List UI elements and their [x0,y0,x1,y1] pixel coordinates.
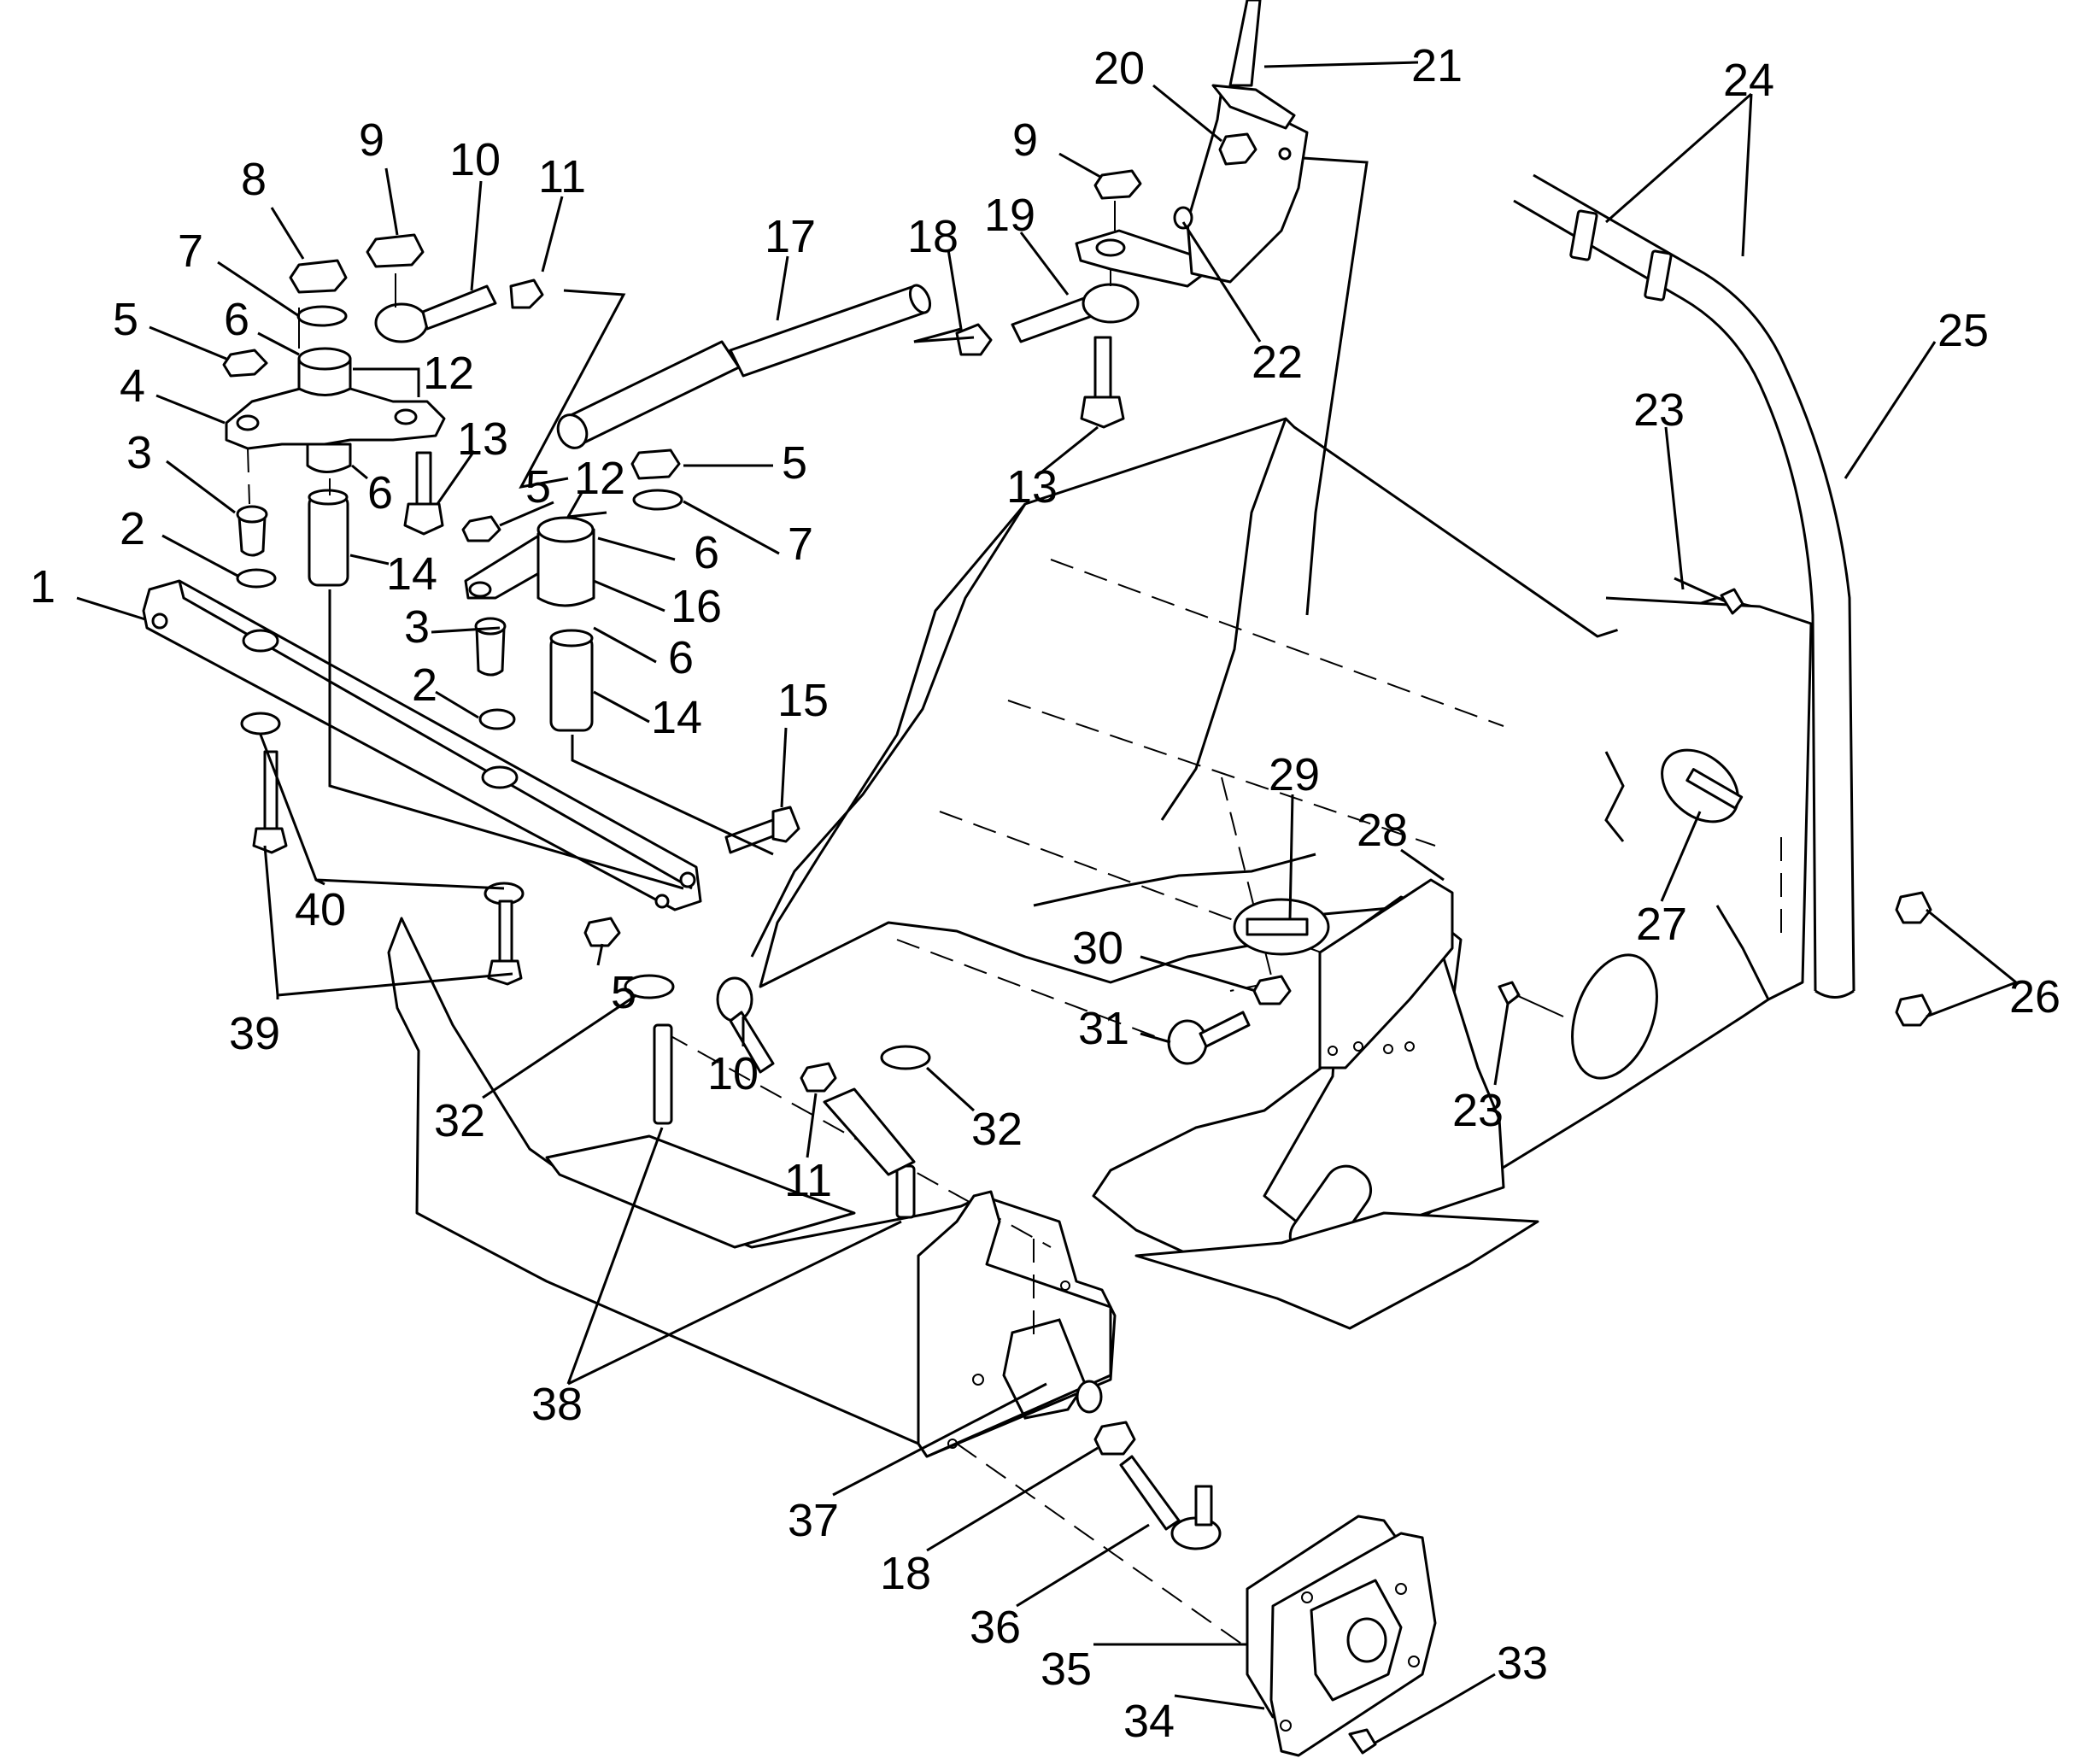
callout-4: 4 [120,360,145,412]
callout-3: 3 [126,427,152,478]
callout-35: 35 [1041,1644,1092,1695]
callout-12b: 12 [574,453,625,504]
callout-33: 33 [1497,1638,1548,1689]
callout-28: 28 [1357,805,1408,856]
tie-rod-assembly [556,169,1206,449]
callout-10b: 10 [707,1048,759,1099]
callout-9: 9 [359,114,384,166]
callout-25: 25 [1938,305,1989,356]
callout-29: 29 [1269,749,1320,800]
steering-arm [142,579,702,911]
callout-11b: 11 [784,1155,832,1206]
callout-34: 34 [1123,1696,1175,1747]
callout-39: 39 [229,1008,280,1059]
callout-18: 18 [907,211,958,262]
idler-arm-assembly [461,448,800,856]
leader-lines [76,61,2017,1744]
callout-11: 11 [538,151,586,202]
callout-30: 30 [1072,923,1123,974]
callout-14b: 14 [651,692,702,743]
callout-18b: 18 [880,1548,931,1599]
callout-14: 14 [386,548,437,600]
frame-body [387,417,1813,1667]
callout-31: 31 [1078,1003,1129,1054]
callout-7: 7 [178,226,203,277]
callout-6b: 6 [367,467,393,519]
callout-23: 23 [1633,384,1685,436]
callout-2: 2 [120,503,145,554]
callout-8: 8 [241,154,267,205]
callout-23b: 23 [1452,1085,1504,1136]
callout-22: 22 [1252,337,1303,388]
callout-19: 19 [984,190,1035,241]
callout-2b: 2 [412,659,437,711]
callout-32: 32 [434,1095,485,1146]
bellcrank-assembly [222,233,684,890]
lower-hardware [240,712,1222,1550]
callout-5c: 5 [782,437,807,489]
callout-16: 16 [671,581,722,632]
callout-5b: 5 [525,461,551,513]
callout-26: 26 [2009,971,2061,1023]
callout-13b: 13 [1006,461,1058,513]
callout-21: 21 [1411,40,1463,91]
callout-38: 38 [531,1379,583,1430]
callout-6c: 6 [694,527,719,578]
callout-24: 24 [1723,55,1774,106]
boot-assembly [1246,1515,1437,1757]
callout-10: 10 [449,134,501,185]
callout-labels: 1 2 3 4 5 6 7 8 9 10 11 12 13 6 14 5 12 … [30,40,2061,1747]
callout-17: 17 [765,211,816,262]
callout-1: 1 [30,561,56,612]
handlebar-tube [1513,173,1855,999]
callout-6d: 6 [668,632,694,683]
callout-15: 15 [777,675,829,726]
callout-5d: 5 [611,967,636,1018]
right-side-hardware [1167,577,1932,1070]
callout-3b: 3 [404,601,430,653]
callout-9b: 9 [1012,114,1038,166]
callout-13: 13 [457,413,508,465]
callout-27: 27 [1636,899,1687,950]
callout-36: 36 [970,1602,1021,1653]
callout-20: 20 [1093,43,1145,94]
callout-40: 40 [295,884,346,935]
callout-7b: 7 [788,519,813,570]
callout-5: 5 [113,294,138,345]
callout-37: 37 [788,1495,839,1546]
callout-32b: 32 [971,1104,1023,1155]
callout-12: 12 [423,348,474,399]
callout-6: 6 [224,294,249,345]
